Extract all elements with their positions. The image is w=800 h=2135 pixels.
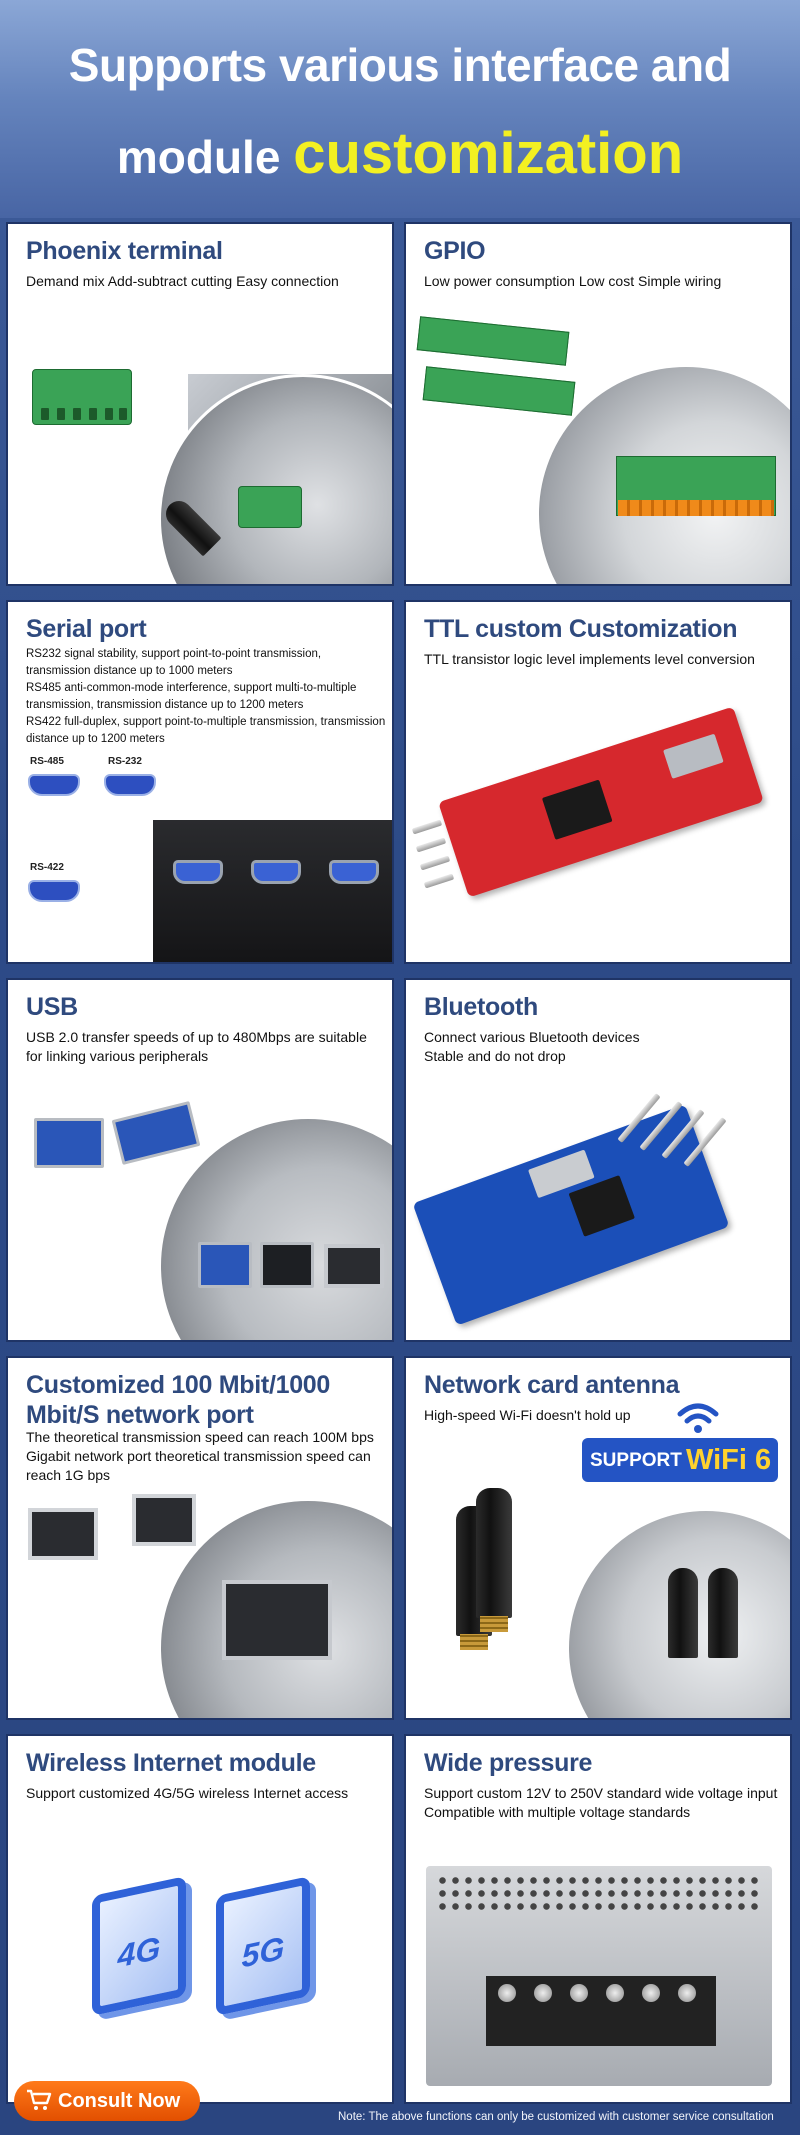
rj45-connector-image xyxy=(28,1508,98,1560)
db9-diagram-232 xyxy=(104,774,156,796)
card-title: Wireless Internet module xyxy=(26,1749,316,1777)
card-bluetooth: Bluetooth Connect various Bluetooth devi… xyxy=(404,978,792,1342)
db9-port xyxy=(173,860,223,884)
usb-connector-image-2 xyxy=(111,1101,201,1165)
card-description: USB 2.0 transfer speeds of up to 480Mbps… xyxy=(26,1029,367,1064)
power-supply-image xyxy=(426,1866,772,2086)
shopping-cart-icon xyxy=(27,2089,52,2110)
card-description: Demand mix Add-subtract cutting Easy con… xyxy=(26,273,339,289)
rs232-description: RS232 signal stability, support point-to… xyxy=(26,648,322,677)
badge-4g-icon: 4G xyxy=(92,1876,186,2016)
card-network-port: Customized 100 Mbit/1000 Mbit/S network … xyxy=(6,1356,394,1720)
card-title: Wide pressure xyxy=(424,1749,593,1777)
rs422-description: RS422 full-duplex, support point-to-mult… xyxy=(26,716,386,745)
bluetooth-desc-line1: Connect various Bluetooth devices xyxy=(424,1029,640,1045)
power-terminal-block xyxy=(486,1976,716,2046)
usb-connector-image xyxy=(34,1118,104,1168)
hero-banner: Supports various interface and module cu… xyxy=(0,0,800,218)
db9-diagram-485 xyxy=(28,774,80,796)
hero-title-highlight: customization xyxy=(293,121,684,186)
card-title: Network card antenna xyxy=(424,1371,680,1399)
bluetooth-desc-line2: Stable and do not drop xyxy=(424,1048,566,1064)
card-title: GPIO xyxy=(424,237,486,265)
card-wide-pressure: Wide pressure Support custom 12V to 250V… xyxy=(404,1734,792,2104)
card-title: Phoenix terminal xyxy=(26,237,223,265)
gpio-orange-latches xyxy=(618,500,774,516)
card-description: RS232 signal stability, support point-to… xyxy=(26,646,386,748)
badge-4g-text: 4G xyxy=(117,1929,161,1975)
card-description: The theoretical transmission speed can r… xyxy=(26,1429,374,1483)
badge-wifi-text: WiFi 6 xyxy=(686,1444,772,1476)
wifi-icon xyxy=(677,1403,719,1433)
card-title: TTL custom Customization xyxy=(424,615,738,643)
hero-title-line2: module customization xyxy=(0,120,800,187)
serial-panel-image xyxy=(153,820,392,962)
ethernet-port-image xyxy=(324,1244,384,1288)
usb-port-image-black xyxy=(260,1242,314,1288)
consult-now-button[interactable]: Consult Now xyxy=(14,2081,200,2121)
card-phoenix-terminal: Phoenix terminal Demand mix Add-subtract… xyxy=(6,222,394,586)
wifi6-badge: SUPPORT WiFi 6 xyxy=(582,1438,778,1482)
ttl-module-image xyxy=(438,706,764,898)
card-description: Support custom 12V to 250V standard wide… xyxy=(424,1785,778,1820)
consult-now-label: Consult Now xyxy=(58,2089,181,2112)
card-usb: USB USB 2.0 transfer speeds of up to 480… xyxy=(6,978,394,1342)
rj45-connector-image-2 xyxy=(132,1494,196,1546)
badge-5g-icon: 5G xyxy=(216,1876,310,2016)
phoenix-connector-mounted-image xyxy=(238,486,302,528)
antenna-mounted-image xyxy=(668,1568,698,1658)
card-description: TTL transistor logic level implements le… xyxy=(424,651,755,667)
card-title: Bluetooth xyxy=(424,993,538,1021)
card-title: Customized 100 Mbit/1000 Mbit/S network … xyxy=(26,1371,331,1429)
phoenix-connector-image xyxy=(32,369,132,425)
card-wireless-module: Wireless Internet module Support customi… xyxy=(6,1734,394,2104)
card-network-antenna: Network card antenna High-speed Wi-Fi do… xyxy=(404,1356,792,1720)
card-title: Serial port xyxy=(26,615,147,643)
db9-diagram-422 xyxy=(28,880,80,902)
gpio-terminal-strip-1 xyxy=(416,316,570,366)
db9-port xyxy=(251,860,301,884)
rs232-label: RS-232 xyxy=(108,756,142,767)
rs485-label: RS-485 xyxy=(30,756,64,767)
card-description: High-speed Wi-Fi doesn't hold up xyxy=(424,1407,631,1423)
card-serial-port: Serial port RS232 signal stability, supp… xyxy=(6,600,394,964)
badge-5g-text: 5G xyxy=(241,1929,285,1975)
rs485-description: RS485 anti-common-mode interference, sup… xyxy=(26,682,357,711)
rs422-label: RS-422 xyxy=(30,862,64,873)
db9-port xyxy=(329,860,379,884)
antenna-mounted-image-2 xyxy=(708,1568,738,1658)
ethernet-port-closeup xyxy=(222,1580,332,1660)
zoom-lens-image xyxy=(158,1116,392,1340)
antenna-image-2 xyxy=(476,1488,512,1632)
hero-title-prefix: module xyxy=(116,131,281,183)
card-description: Support customized 4G/5G wireless Intern… xyxy=(26,1785,349,1801)
usb-port-image xyxy=(198,1242,252,1288)
badge-support-text: SUPPORT xyxy=(590,1450,682,1471)
card-gpio: GPIO Low power consumption Low cost Simp… xyxy=(404,222,792,586)
gpio-terminal-strip-2 xyxy=(422,366,576,416)
card-title: USB xyxy=(26,993,78,1021)
card-ttl: TTL custom Customization TTL transistor … xyxy=(404,600,792,964)
footer-note: Note: The above functions can only be cu… xyxy=(338,2111,774,2123)
card-description: Low power consumption Low cost Simple wi… xyxy=(424,273,722,289)
hero-title-line1: Supports various interface and xyxy=(68,39,732,91)
card-description: Connect various Bluetooth devices Stable… xyxy=(424,1028,784,1066)
